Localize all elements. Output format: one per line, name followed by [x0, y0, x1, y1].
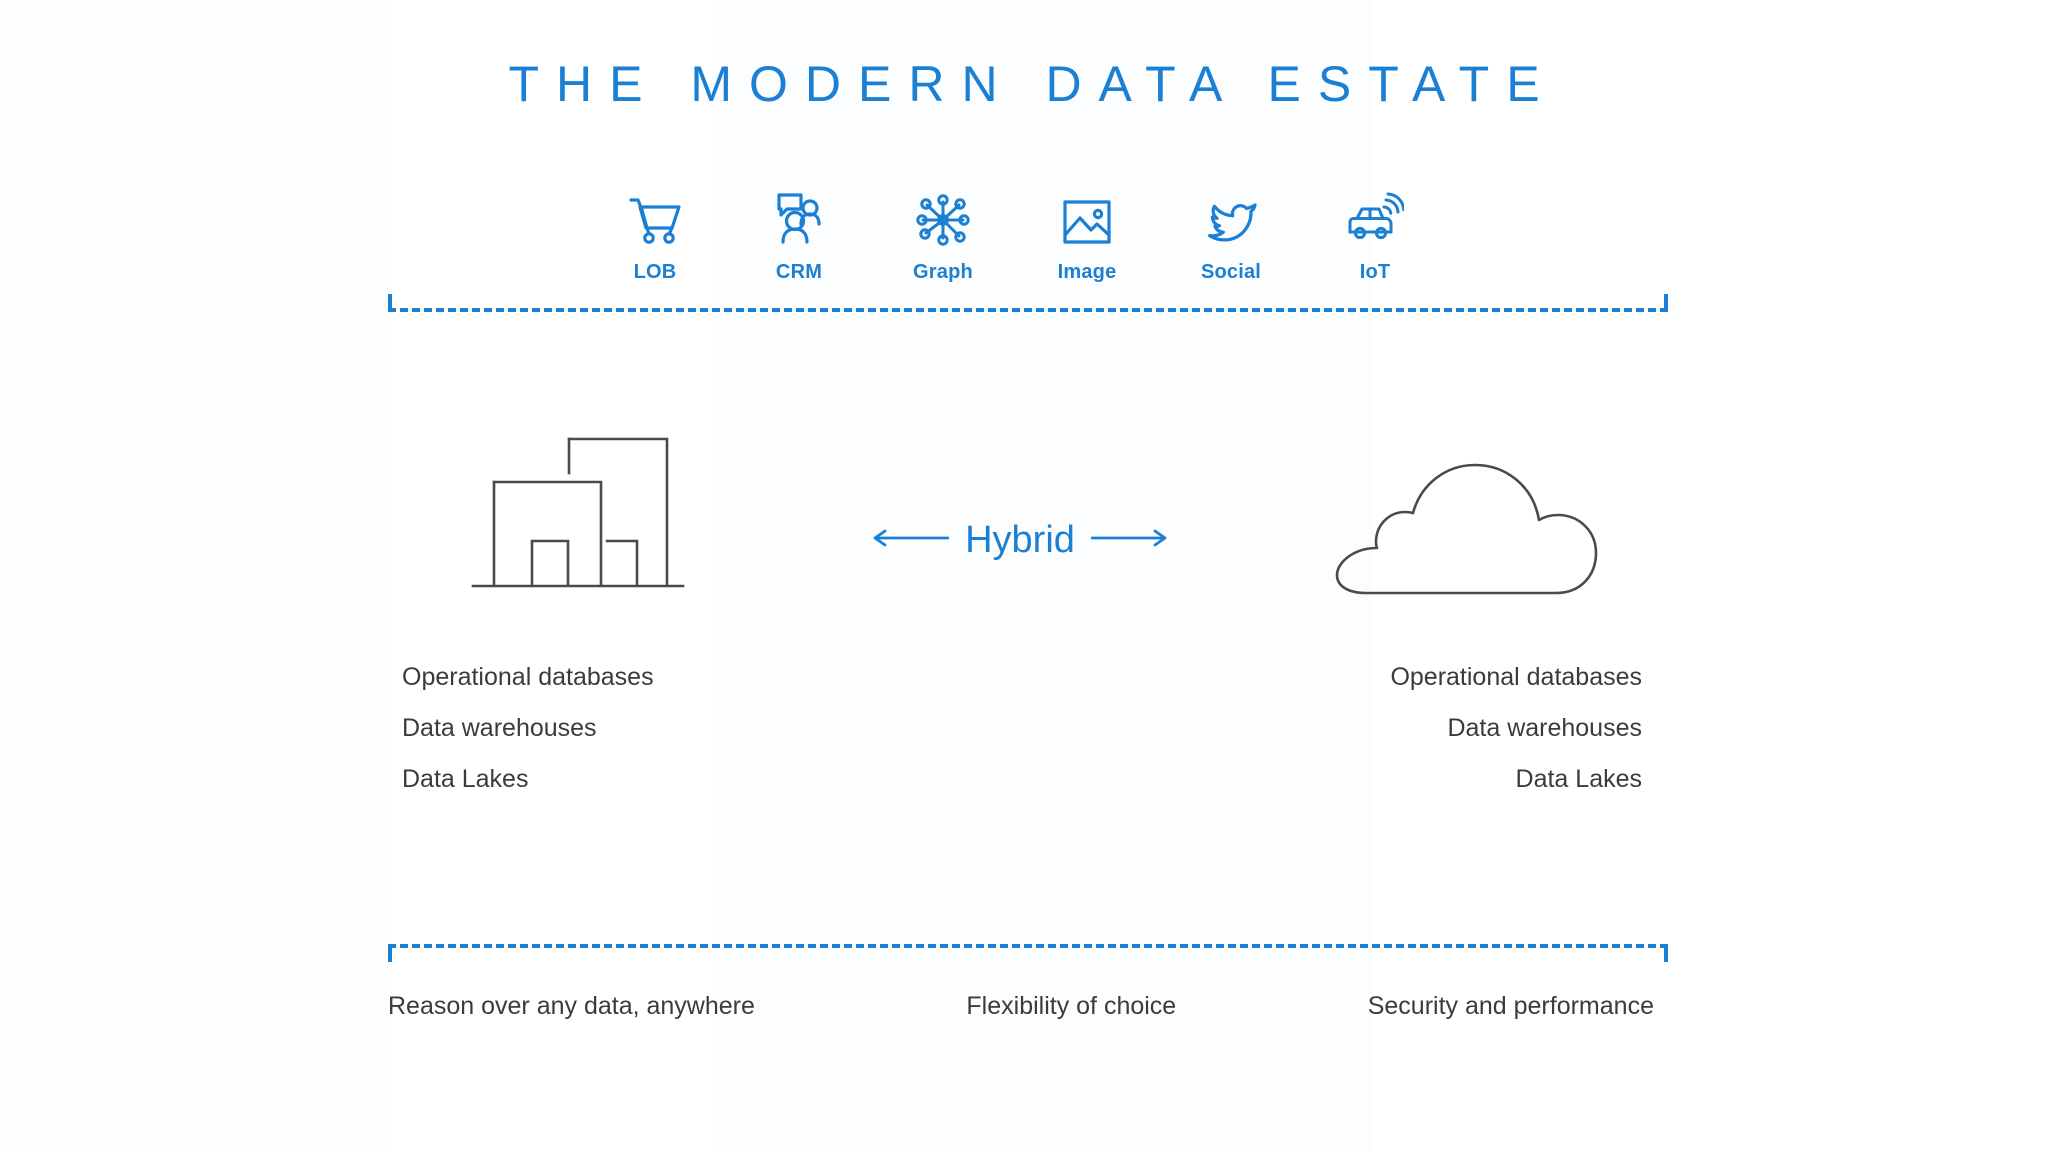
cloud-icon: [1270, 385, 1650, 600]
cloud-estate: Operational databases Data warehouses Da…: [1270, 385, 1650, 805]
on-premises-workload-list: Operational databases Data warehouses Da…: [390, 652, 770, 805]
people-chat-icon: [771, 185, 827, 247]
data-source-label: LOB: [633, 261, 677, 283]
bracket-tick-left: [388, 294, 392, 310]
bird-icon: [1203, 185, 1259, 247]
shopping-cart-icon: [627, 185, 683, 247]
data-source-label: Image: [1057, 261, 1117, 283]
background-tint-left: [0, 0, 392, 1152]
hybrid-connector: Hybrid: [840, 505, 1200, 575]
page-title: THE MODERN DATA ESTATE: [508, 56, 1557, 112]
sources-bracket: [388, 294, 1668, 312]
bracket-dashed-line: [388, 944, 1668, 948]
data-sources-row: LOB CRM: [600, 185, 1430, 284]
list-item: Data warehouses: [1447, 714, 1642, 742]
picture-icon: [1060, 185, 1114, 247]
list-item: Data Lakes: [1515, 765, 1642, 793]
data-source-label: CRM: [775, 261, 823, 283]
data-source-image[interactable]: Image: [1032, 185, 1142, 284]
data-source-lob[interactable]: LOB: [600, 185, 710, 284]
connected-car-icon: [1346, 185, 1404, 247]
data-source-graph[interactable]: Graph: [888, 185, 998, 284]
on-premises-estate: Operational databases Data warehouses Da…: [390, 385, 770, 805]
node-graph-icon: [915, 185, 971, 247]
data-source-label: IoT: [1359, 261, 1391, 283]
cloud-workload-list: Operational databases Data warehouses Da…: [1270, 652, 1650, 805]
hybrid-label: Hybrid: [965, 518, 1075, 561]
list-item: Data warehouses: [402, 714, 597, 742]
data-source-social[interactable]: Social: [1176, 185, 1286, 284]
list-item: Operational databases: [1390, 663, 1642, 691]
list-item: Data Lakes: [402, 765, 529, 793]
bracket-tick-right: [1664, 946, 1668, 962]
bracket-tick-left: [388, 946, 392, 962]
arrow-right-icon: [1090, 526, 1169, 555]
data-source-iot[interactable]: IoT: [1320, 185, 1430, 284]
list-item: Operational databases: [402, 663, 654, 691]
value-item: Security and performance: [1367, 992, 1654, 1020]
bracket-dashed-line: [388, 308, 1668, 312]
data-source-crm[interactable]: CRM: [744, 185, 854, 284]
value-item: Flexibility of choice: [966, 992, 1177, 1020]
data-source-label: Social: [1200, 261, 1262, 283]
arrow-left-icon: [871, 526, 950, 555]
values-bracket: [388, 944, 1668, 962]
data-source-label: Graph: [913, 261, 973, 283]
value-item: Reason over any data, anywhere: [388, 992, 755, 1020]
bracket-tick-right: [1664, 294, 1668, 310]
value-propositions-row: Reason over any data, anywhere Flexibili…: [388, 992, 1668, 1021]
office-building-icon: [390, 385, 770, 600]
